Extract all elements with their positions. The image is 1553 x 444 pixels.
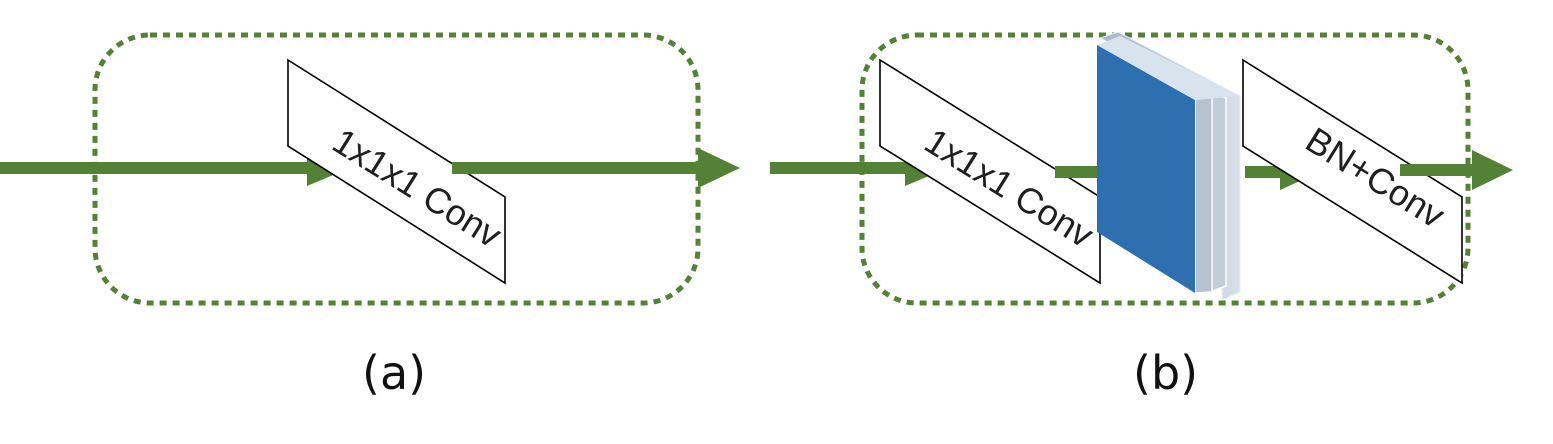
panel-b-bn-conv-plane bbox=[1242, 58, 1463, 285]
panel-a-output-arrowhead bbox=[698, 148, 740, 188]
panel-b: 1x1x1 Conv BN+Conv bbox=[770, 31, 1513, 306]
feature-map-front bbox=[1097, 45, 1195, 293]
panel-b-caption: (b) bbox=[1133, 346, 1199, 400]
panel-a-dotted-border bbox=[92, 32, 701, 306]
panel-b-feature-map bbox=[1097, 31, 1241, 301]
panel-a: 1x1x1 Conv bbox=[0, 32, 740, 306]
panel-b-conv-plane bbox=[879, 58, 1101, 285]
panel-a-conv-plane bbox=[287, 58, 506, 285]
panel-b-output-arrowhead bbox=[1472, 150, 1513, 190]
feature-map-top bbox=[1097, 36, 1240, 100]
feature-map-slab-2 bbox=[1194, 90, 1213, 294]
panel-a-caption: (a) bbox=[362, 346, 427, 400]
